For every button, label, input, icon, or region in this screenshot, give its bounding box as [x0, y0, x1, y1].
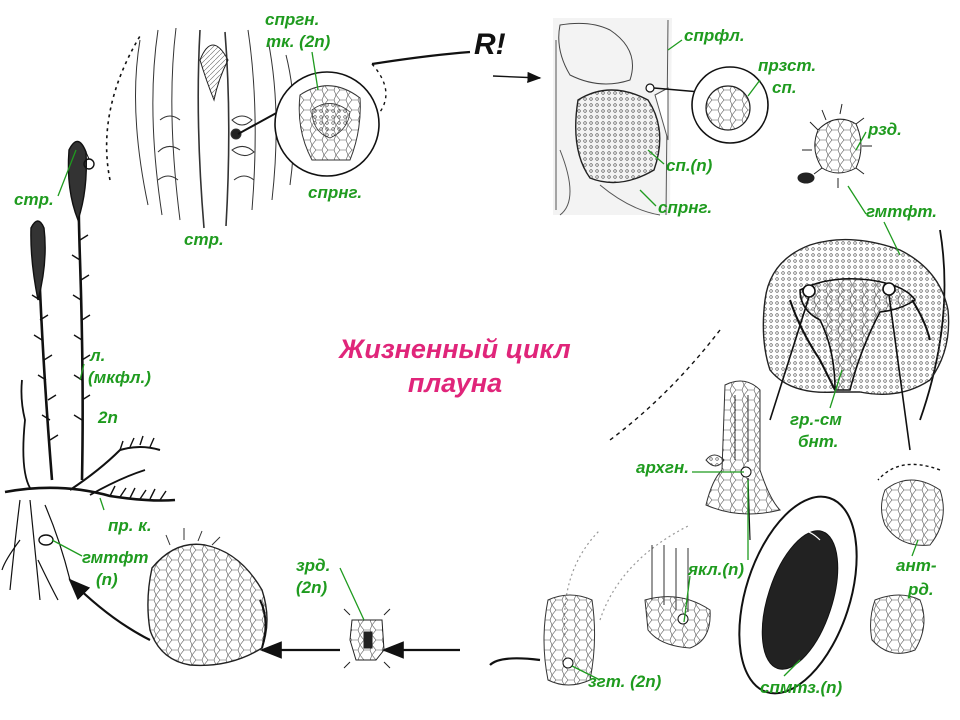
label-antheridium: ант- [896, 556, 937, 575]
label-sporangial-tissue: спргн. [265, 10, 320, 29]
label-gametophyte-left-2: (n) [96, 570, 118, 589]
label-strobilus-section: стр. [184, 230, 224, 249]
zygote-cells [543, 594, 596, 686]
label-sporophyll: спрфл. [684, 26, 745, 45]
dashed-arc-left [105, 35, 141, 181]
diagram-title: Жизненный цикл плауна [310, 332, 600, 400]
sporangium-section [553, 18, 672, 216]
arrow-to-sporophyte [68, 578, 151, 641]
label-strobilus-plant: стр. [14, 190, 54, 209]
antheridium-circle [870, 463, 944, 654]
strobilus-section [135, 27, 295, 229]
label-leaf: л. [90, 346, 106, 365]
label-zygote: згт. (2n) [588, 672, 662, 691]
label-embryo-2: (2n) [296, 578, 328, 597]
label-egg-cell: якл.(n) [688, 560, 745, 579]
young-gametophyte [147, 528, 268, 667]
label-gametophyte-left: гмтфт [82, 548, 149, 567]
label-mature-spore: прзст. [758, 56, 817, 75]
label-fungus-tissue: гр.-см [790, 410, 842, 429]
label-spore: сп.(n) [666, 156, 713, 175]
label-mature-spore-2: сп. [772, 78, 797, 97]
dashed-arc-right [609, 329, 721, 441]
label-diploid: 2n [98, 408, 118, 427]
label-embryo: зрд. [296, 556, 331, 575]
label-fungus-tissue-2: бнт. [798, 432, 839, 451]
germinating-spore [797, 103, 872, 188]
label-shoot: рзд. [868, 120, 902, 139]
title-line-2: плауна [407, 368, 503, 398]
connector-to-meiosis [371, 50, 471, 66]
label-archegonium: архгн. [636, 458, 689, 477]
callout-line-spore [653, 87, 701, 93]
mature-spore-circle [691, 66, 769, 144]
archegonium [705, 380, 781, 515]
dashed-arc-top [371, 63, 387, 113]
label-sporangium-top: спрнг. [308, 183, 363, 202]
meiosis-mark: R! [474, 28, 506, 61]
label-antheridium-2: рд. [908, 580, 934, 599]
label-sporangial-tissue-2n: тк. (2n) [266, 32, 331, 51]
embryo-cell [343, 608, 391, 669]
young-archegonia [644, 545, 711, 649]
connector-bottom [489, 657, 541, 666]
label-microphyll: (мкфл.) [88, 368, 151, 387]
sporangium-tissue-circle [274, 71, 380, 177]
cycle-connectors [68, 35, 946, 666]
spermatozoid-capsule [738, 495, 858, 695]
label-gametophyte-right: гмтфт. [866, 202, 937, 221]
gametophyte-section [762, 238, 950, 451]
label-sporangium-right: спрнг. [658, 198, 713, 217]
label-rhizome: пр. к. [108, 516, 152, 535]
arrow-to-sporangium [492, 71, 542, 84]
title-line-1: Жизненный цикл [339, 334, 571, 364]
label-spermatozoid: спмтз.(n) [760, 678, 843, 697]
